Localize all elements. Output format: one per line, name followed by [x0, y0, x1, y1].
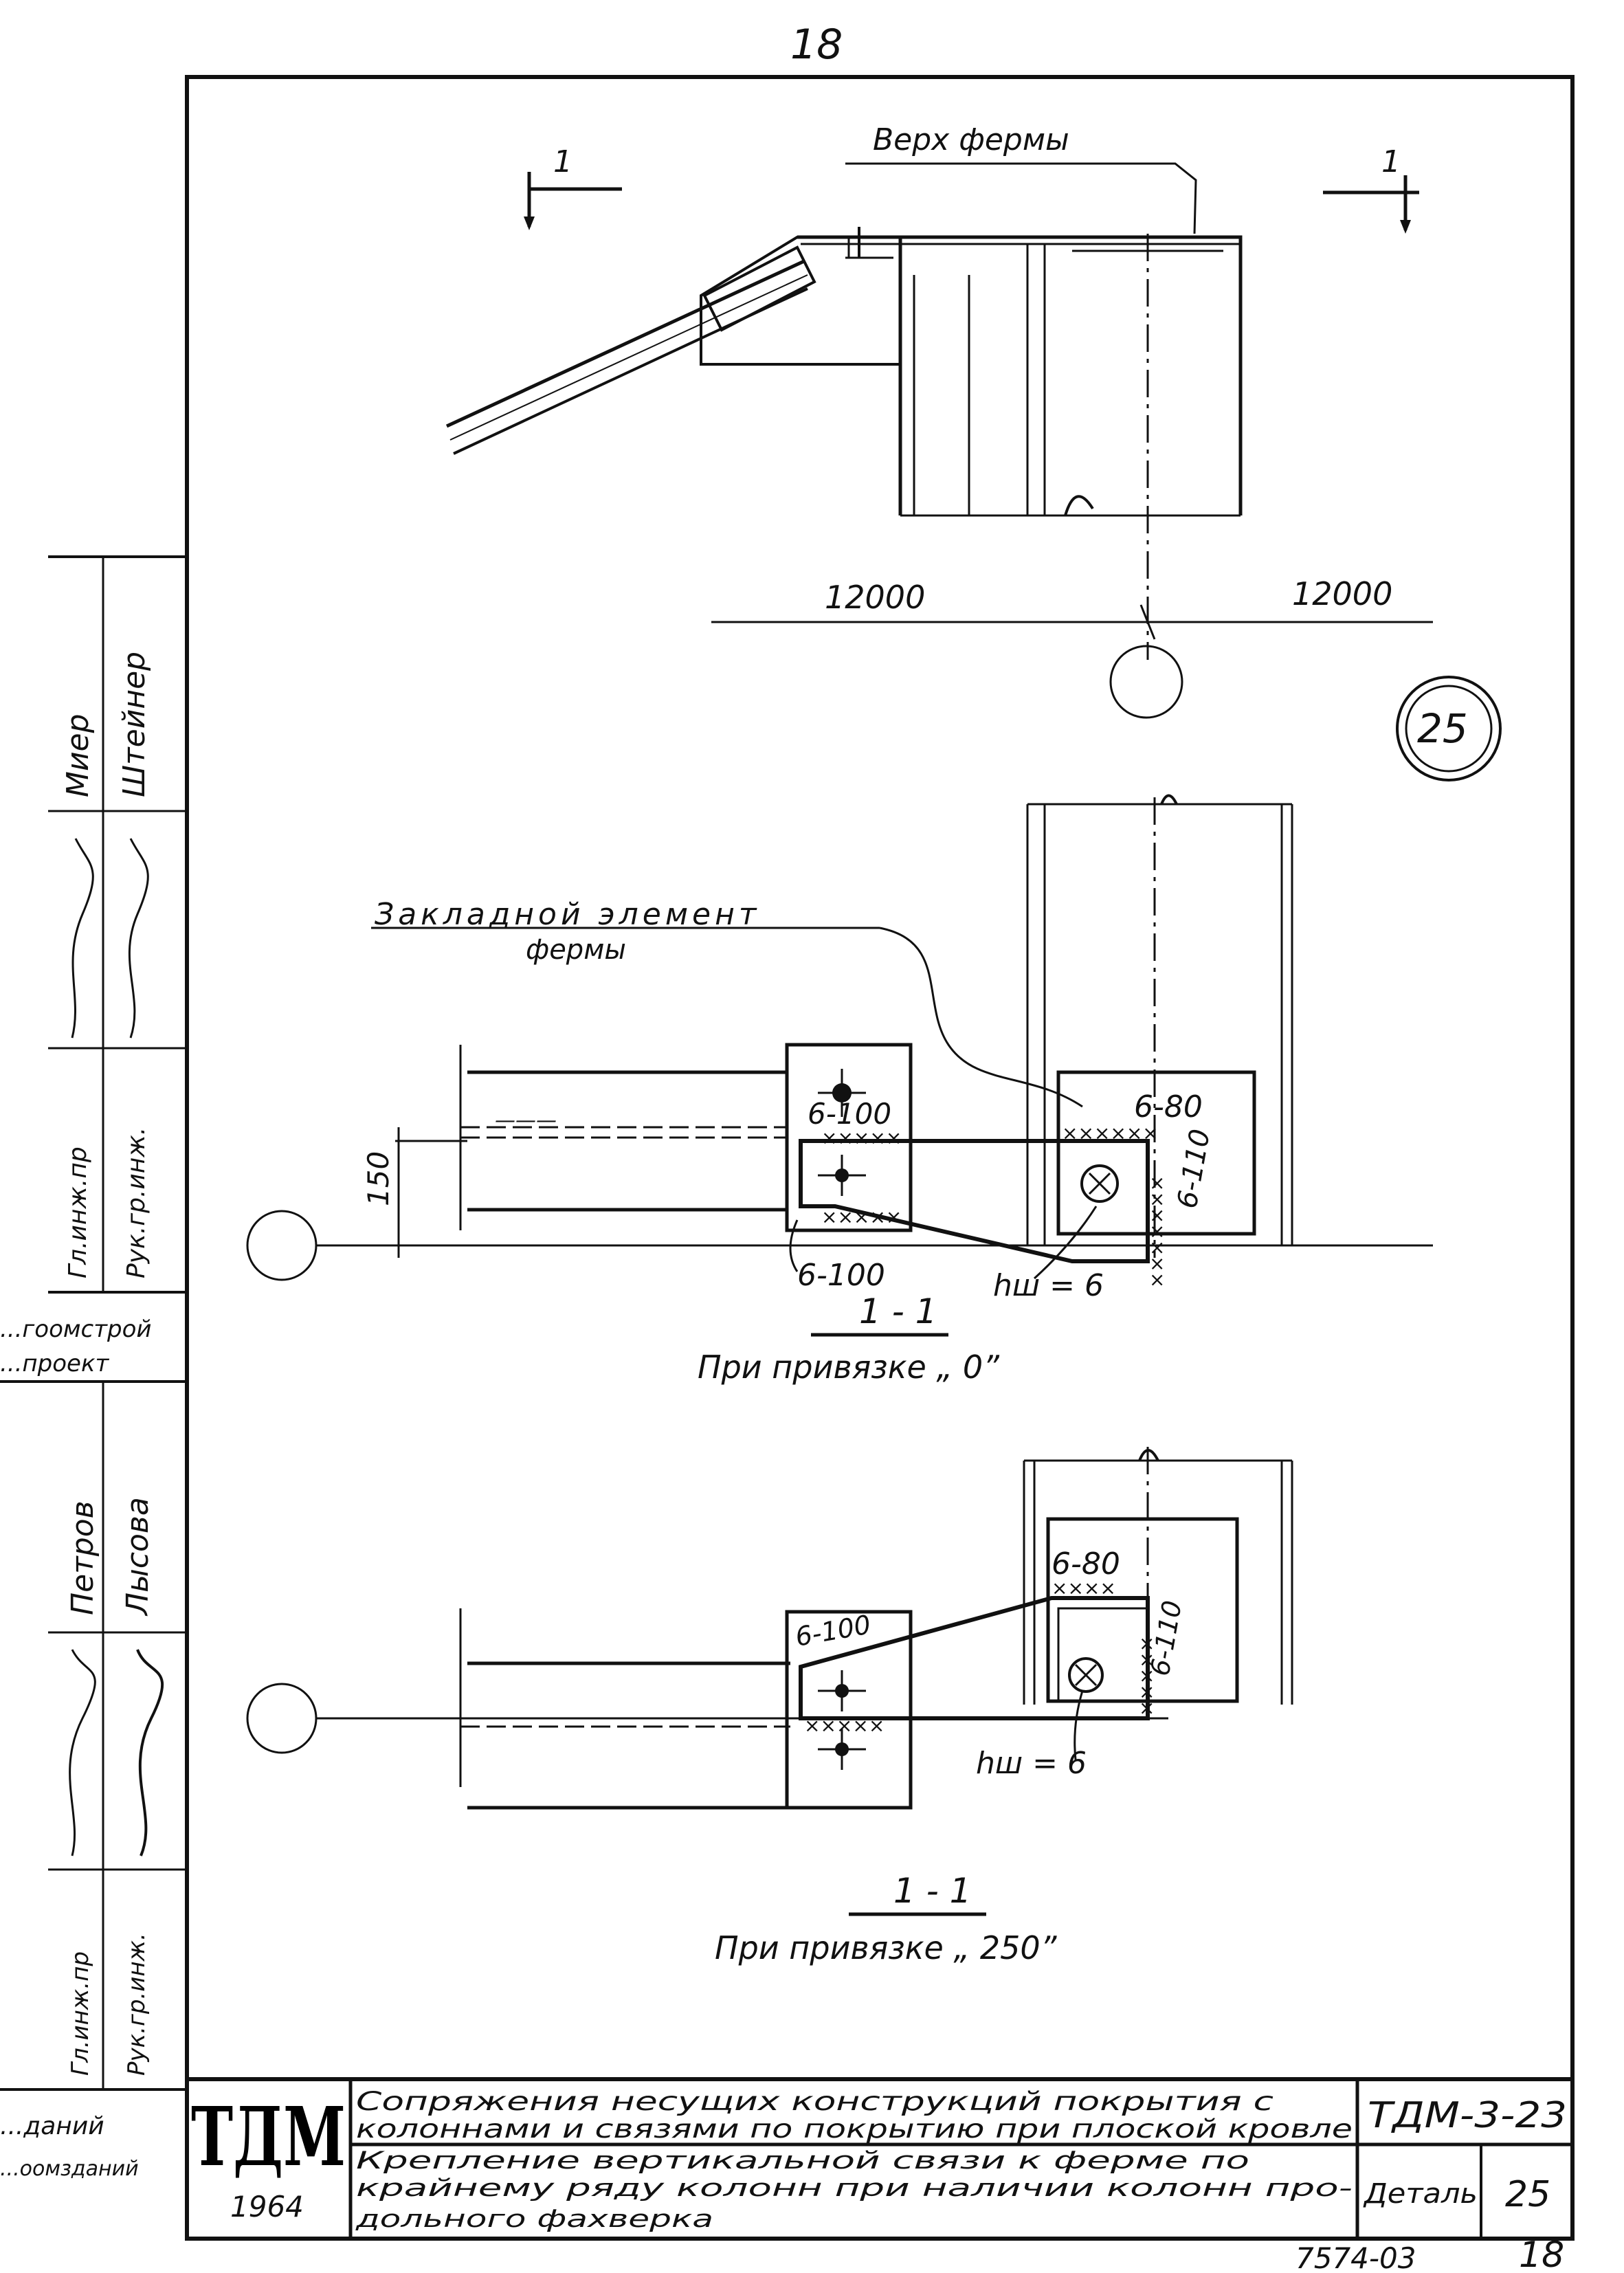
side-stamp: Миер Штейнер Гл.инж.пр Рук.гр.инж. ...го… — [0, 555, 187, 2181]
embedded-element-callout: Закладной элемент — [375, 897, 761, 932]
subtitle-line-1: Крепление вертикальной связи к ферме по — [356, 2147, 1249, 2175]
svg-text:××××: ×××× — [1052, 1577, 1116, 1599]
title-block: ТДМ 1964 Сопряжения несущих конструкций … — [187, 2077, 1572, 2239]
svg-text:Рук.гр.инж.: Рук.гр.инж. — [122, 1127, 151, 1278]
logo: ТДМ — [191, 2089, 346, 2184]
weld-label-top-left-b: 6-100 — [793, 1609, 873, 1652]
svg-text:Петров: Петров — [65, 1500, 100, 1615]
year: 1964 — [230, 2190, 304, 2224]
section-b: ××××× ×××× ××××× 6-100 6-80 6-110 hш = 6… — [246, 1447, 1293, 1966]
svg-text:Лысова: Лысова — [120, 1497, 155, 1617]
subtitle-line-3: дольного фахверка — [355, 2206, 713, 2233]
dim-right: 12000 — [1292, 575, 1392, 612]
weld-label-top-right-b: 6-80 — [1052, 1546, 1120, 1582]
bolt-hole-b — [1068, 1657, 1104, 1693]
svg-text:———: ——— — [495, 1109, 557, 1133]
embedded-element-callout-2: фермы — [526, 934, 626, 966]
svg-text:...гоомстрой: ...гоомстрой — [0, 1316, 152, 1343]
detail-label: Деталь — [1363, 2178, 1478, 2210]
svg-text:1: 1 — [553, 144, 572, 179]
svg-text:×××××××: ××××××× — [1146, 1175, 1169, 1288]
weld-label-side-right: 6-110 — [1172, 1127, 1216, 1210]
drawing-code: ТДМ-3-23 — [1368, 2095, 1567, 2136]
axis-bubble-b — [246, 1683, 318, 1754]
svg-text:Штейнер: Штейнер — [117, 652, 152, 797]
section-mark-right: 1 — [1323, 144, 1419, 234]
section-a-subtitle: При привязке „ 0” — [698, 1349, 1000, 1386]
title-line-2: колоннами и связями по покрытию при плос… — [356, 2114, 1353, 2144]
svg-text:25: 25 — [1417, 705, 1468, 752]
svg-text:××××××: ×××××× — [1062, 1122, 1159, 1144]
svg-text:1: 1 — [1381, 144, 1401, 179]
weld-label-bottom-left: 6-100 — [797, 1258, 885, 1293]
svg-text:Гл.инж.пр: Гл.инж.пр — [64, 1146, 92, 1278]
weld-height-a: hш = 6 — [993, 1268, 1104, 1303]
svg-text:Рук.гр.инж.: Рук.гр.инж. — [123, 1933, 151, 2076]
svg-text:...оомзданий: ...оомзданий — [0, 2157, 139, 2181]
plan-view: Верх фермы 1 1 — [445, 122, 1502, 781]
svg-text:Гл.инж.пр: Гл.инж.пр — [67, 1951, 94, 2076]
svg-text:×××××: ××××× — [821, 1206, 902, 1228]
svg-text:×××××: ××××× — [821, 1127, 902, 1149]
subtitle-line-2: крайнему ряду колонн при наличии колонн … — [356, 2175, 1353, 2202]
section-b-title: 1 - 1 — [893, 1871, 971, 1911]
axis-bubble — [1109, 645, 1183, 719]
page-number-top: 18 — [790, 21, 843, 69]
section-a: Закладной элемент фермы ——— — [246, 794, 1433, 1386]
bolt-hole-a — [1080, 1164, 1119, 1203]
svg-text:...даний: ...даний — [0, 2112, 104, 2140]
weld-label-side-right-b: 6-110 — [1145, 1598, 1188, 1678]
section-mark-left: 1 — [524, 144, 622, 230]
svg-text:...проект: ...проект — [0, 1350, 109, 1377]
svg-text:Миер: Миер — [60, 713, 96, 797]
sheet-number: 18 — [1519, 2235, 1564, 2273]
sheet-frame — [185, 75, 1575, 2241]
dim-150: 150 — [361, 1151, 395, 1206]
section-a-title: 1 - 1 — [859, 1291, 937, 1331]
archive-number: 7574-03 — [1295, 2241, 1416, 2273]
dim-left: 12000 — [825, 579, 925, 616]
detail-number: 25 — [1505, 2174, 1550, 2215]
axis-bubble-a — [246, 1210, 318, 1281]
weld-height-b: hш = 6 — [976, 1746, 1087, 1781]
svg-text:×××××: ××××× — [1136, 1636, 1159, 1716]
top-of-truss-label: Верх фермы — [873, 122, 1069, 157]
title-line-1: Сопряжения несущих конструкций покрытия … — [356, 2087, 1273, 2116]
weld-label-top-left: 6-100 — [808, 1097, 891, 1131]
section-b-subtitle: При привязке „ 250” — [715, 1929, 1058, 1966]
detail-number-circle: 25 — [1396, 676, 1502, 781]
weld-label-top-right: 6-80 — [1134, 1089, 1203, 1124]
